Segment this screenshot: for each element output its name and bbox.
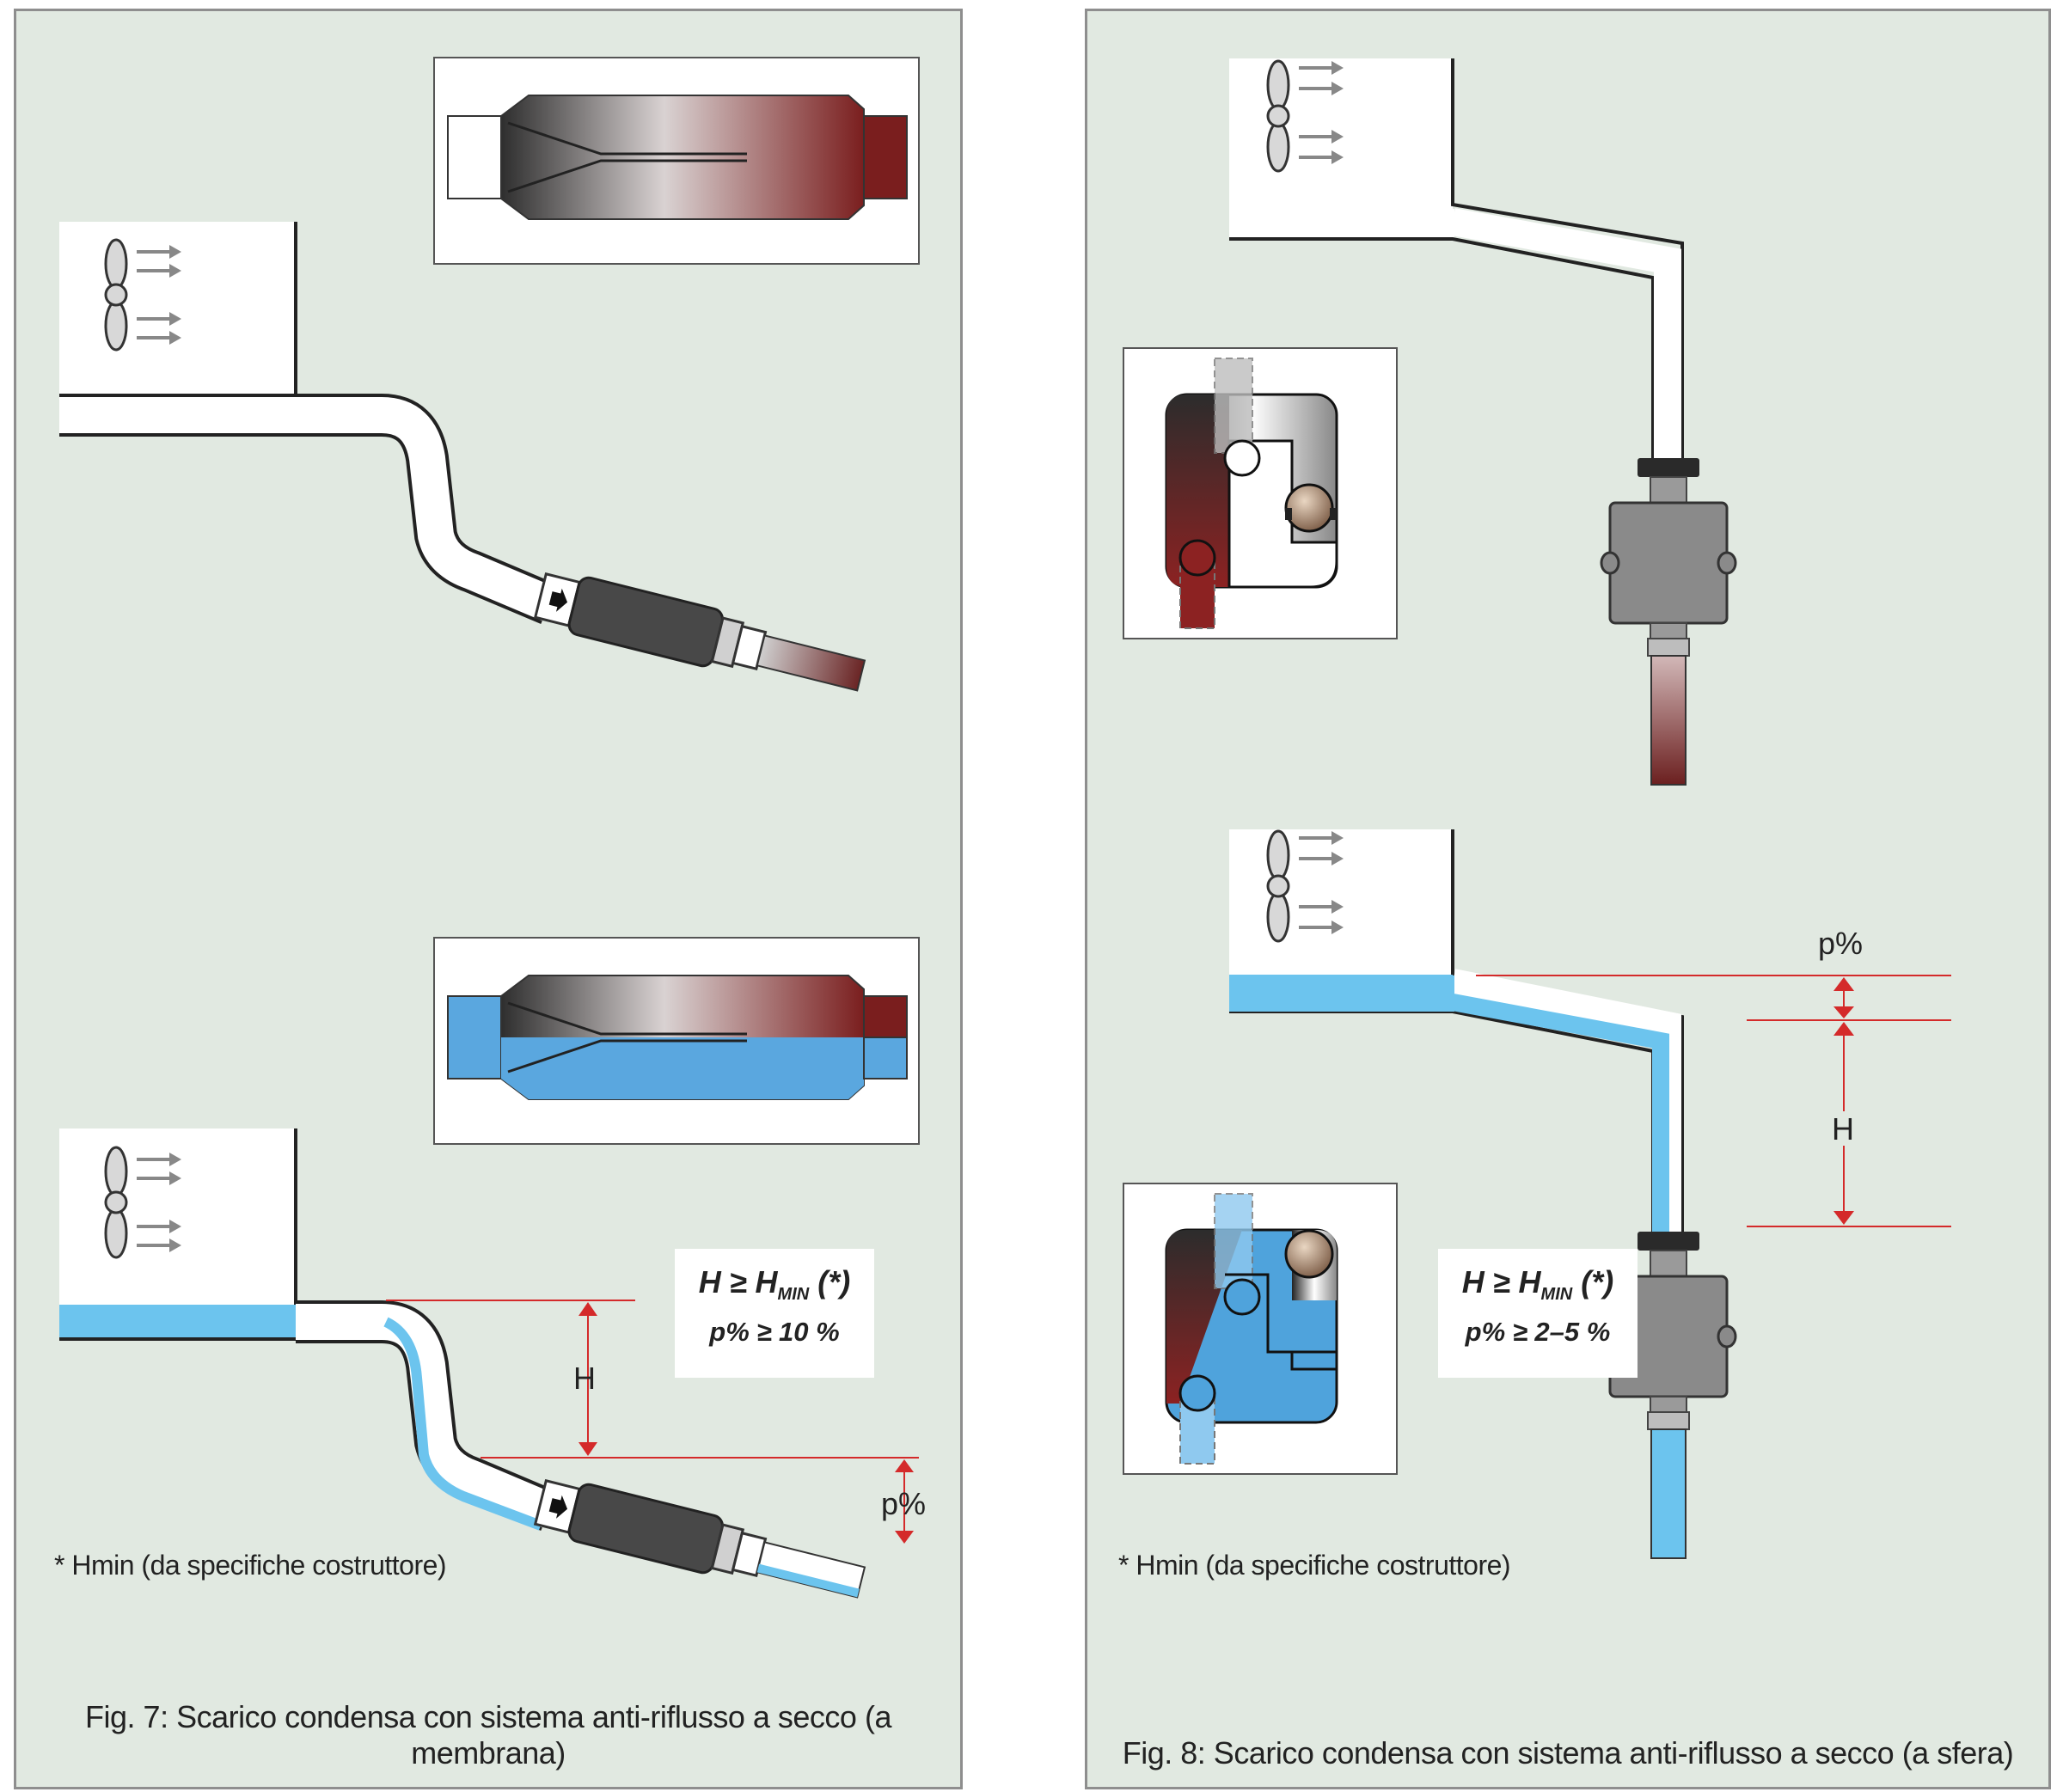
formula-line-2: p% ≥ 2–5 % xyxy=(1465,1317,1611,1348)
boiler-unit-bottom xyxy=(59,1128,297,1341)
membrane-valve-detail-wet xyxy=(433,937,920,1145)
fan-icon-2 xyxy=(104,1146,181,1259)
fan-icon xyxy=(104,238,181,352)
footnote: * Hmin (da specifiche costruttore) xyxy=(1118,1550,1511,1581)
boiler-unit-bottom xyxy=(1229,829,1684,1232)
figure-caption: Fig. 7: Scarico condensa con sistema ant… xyxy=(85,1699,891,1771)
footnote: * Hmin (da specifiche costruttore) xyxy=(54,1550,447,1581)
dimension-h-left xyxy=(386,1300,919,1544)
figure-8-panel: p% H H ≥ HMIN (*) p% ≥ 2–5 % * Hmin (da … xyxy=(1085,9,2051,1789)
figure-8-drawing xyxy=(1123,58,1951,1559)
figure-7-panel: H p% H ≥ HMIN (*) p% ≥ 10 % * Hmin (da s… xyxy=(14,9,963,1789)
ball-valve-detail-wet xyxy=(1123,1183,1398,1475)
dimension-p-label: p% xyxy=(881,1486,927,1521)
dimension-p-label: p% xyxy=(1818,926,1864,961)
drain-pipe-dry xyxy=(59,394,558,625)
membrane-valve-dry xyxy=(533,572,866,692)
dimension-h-label: H xyxy=(573,1361,596,1396)
ball-valve-detail-dry xyxy=(1123,347,1398,639)
boiler-unit-top xyxy=(1229,58,1684,458)
membrane-valve-wet xyxy=(533,1478,866,1599)
formula-line-1: H ≥ HMIN (*) xyxy=(698,1264,851,1305)
ball-valve-dry xyxy=(1600,458,1737,786)
formula-line-1: H ≥ HMIN (*) xyxy=(1461,1264,1614,1305)
formula-line-2: p% ≥ 10 % xyxy=(709,1317,840,1348)
drain-pipe-wet xyxy=(296,1300,558,1532)
formula-box: H ≥ HMIN (*) p% ≥ 10 % xyxy=(675,1249,874,1378)
dimension-h-label: H xyxy=(1832,1111,1854,1147)
formula-box: H ≥ HMIN (*) p% ≥ 2–5 % xyxy=(1438,1249,1638,1378)
membrane-valve-detail-dry xyxy=(433,57,920,265)
fan-icon xyxy=(1266,59,1344,173)
figure-caption: Fig. 8: Scarico condensa con sistema ant… xyxy=(1122,1735,2014,1771)
dimension-h-right xyxy=(1476,975,1951,1227)
figure-7-drawing xyxy=(59,57,920,1599)
fan-icon-2 xyxy=(1266,829,1344,943)
